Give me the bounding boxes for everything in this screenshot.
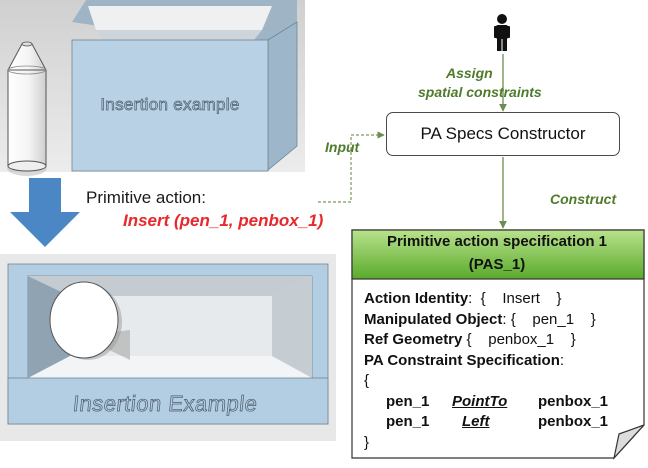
pas-open-brace: { bbox=[364, 372, 370, 389]
pas-header bbox=[351, 229, 645, 280]
primitive-action-call: Insert (pen_1, penbox_1) bbox=[123, 211, 324, 230]
transition-down-arrow bbox=[10, 178, 80, 247]
bottom-box-label: Insertion Example bbox=[71, 391, 259, 417]
svg-text:Insertion Example: Insertion Example bbox=[72, 391, 259, 416]
pas-document bbox=[351, 229, 645, 461]
pas-constraint-header-row: PA Constraint Specification: bbox=[364, 351, 628, 372]
pas-body: Action Identity: { Insert } Manipulated … bbox=[364, 289, 628, 453]
constraint-object: penbox_1 bbox=[538, 413, 609, 430]
constraint-row: pen_1 PointTo penbox_1 bbox=[364, 392, 628, 413]
constraint-subject: pen_1 bbox=[386, 413, 430, 430]
pas-close-brace: } bbox=[364, 433, 370, 451]
primitive-action-label: Primitive action: bbox=[86, 188, 206, 207]
bottom-scene-image bbox=[0, 254, 336, 441]
bottom-pen-end bbox=[49, 281, 130, 360]
action-identity-value: : { Insert } bbox=[468, 290, 562, 307]
pas-action-identity-row: Action Identity: { Insert } bbox=[364, 289, 628, 310]
action-identity-label: Action Identity bbox=[364, 290, 469, 307]
pas-title-line1: Primitive action specification 1 bbox=[386, 233, 608, 250]
assign-label-line2: spatial constraints bbox=[418, 84, 542, 100]
person-icon bbox=[494, 14, 510, 51]
manipulated-object-value: : { pen_1 } bbox=[502, 310, 596, 328]
pas-ref-geometry-row: Ref Geometry { penbox_1 } bbox=[364, 330, 628, 351]
input-dashed-arrow bbox=[318, 131, 385, 203]
pa-constraint-label: PA Constraint Specification bbox=[364, 351, 560, 369]
ref-geometry-value: { penbox_1 } bbox=[462, 331, 576, 348]
pas-manipulated-object-row: Manipulated Object: { pen_1 } bbox=[364, 310, 628, 331]
top-box-front bbox=[71, 39, 269, 172]
assign-label-line1: Assign bbox=[446, 65, 493, 81]
construct-label: Construct bbox=[550, 191, 617, 207]
input-label: Input bbox=[325, 139, 360, 155]
manipulated-object-label: Manipulated Object bbox=[364, 310, 503, 328]
constraint-relation: Left bbox=[462, 413, 490, 430]
top-box-label: Insertion example bbox=[100, 95, 240, 115]
top-pen-shape bbox=[7, 41, 47, 176]
pa-constraint-colon: : bbox=[559, 351, 565, 369]
pa-specs-constructor-box: PA Specs Constructor bbox=[386, 112, 620, 156]
pas-folded-corner bbox=[612, 424, 645, 461]
svg-text:Insertion example: Insertion example bbox=[100, 95, 239, 114]
top-box-inner-light bbox=[88, 6, 272, 30]
constraint-subject: pen_1 bbox=[386, 392, 430, 410]
top-box-side bbox=[267, 21, 298, 171]
constraint-relation: PointTo bbox=[452, 392, 508, 410]
top-scene-image bbox=[0, 0, 305, 176]
constraint-row: pen_1 Left penbox_1 bbox=[364, 412, 628, 433]
pa-specs-constructor-title: PA Specs Constructor bbox=[420, 124, 586, 143]
pas-title-line2: (PAS_1) bbox=[468, 256, 526, 273]
constraint-object: penbox_1 bbox=[538, 392, 609, 410]
ref-geometry-label: Ref Geometry bbox=[364, 331, 463, 348]
